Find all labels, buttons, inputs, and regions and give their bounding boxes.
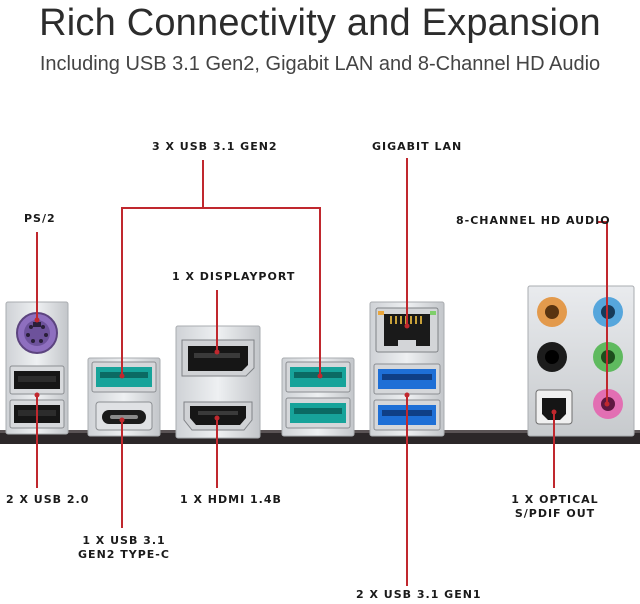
- label-typec-line1: 1 X USB 3.1: [82, 534, 166, 547]
- audio-jack-black: [537, 342, 567, 372]
- label-optical-line2: S/PDIF OUT: [514, 507, 596, 520]
- page-subtitle: Including USB 3.1 Gen2, Gigabit LAN and …: [39, 53, 601, 75]
- displayport-hdmi-stack: [175, 325, 261, 439]
- label-gigabit-lan: GIGABIT LAN: [372, 140, 463, 153]
- label-typec-line2: GEN2 TYPE-C: [78, 548, 170, 561]
- usb31-gen2-port-bottom: [285, 397, 351, 429]
- usb-typec-port: [95, 401, 153, 431]
- page-title: Rich Connectivity and Expansion: [39, 2, 601, 44]
- displayport-port: [181, 339, 255, 377]
- label-displayport: 1 X DISPLAYPORT: [172, 270, 296, 283]
- usb31-gen2-dual-stack: [281, 357, 355, 437]
- label-hdmi: 1 X HDMI 1.4B: [180, 493, 282, 506]
- audio-jack-orange: [537, 297, 567, 327]
- lan-port: [375, 307, 439, 353]
- usb20-port-top: [9, 365, 65, 395]
- ps2-usb20-stack: [5, 301, 69, 435]
- label-ps2: PS/2: [24, 212, 56, 225]
- usb31-gen2-typec-stack: [87, 357, 161, 437]
- label-typec: 1 X USB 3.1 GEN2 TYPE-C: [72, 534, 176, 562]
- callout-dots: [34, 317, 610, 423]
- optical-spdif-port: [535, 389, 573, 425]
- usb31-gen1-port-top: [373, 363, 441, 395]
- audio-block: [527, 285, 635, 437]
- label-usb20: 2 X USB 2.0: [6, 493, 90, 506]
- label-optical: 1 X OPTICAL S/PDIF OUT: [496, 493, 614, 521]
- label-usb31-gen2-top: 3 X USB 3.1 GEN2: [152, 140, 278, 153]
- label-optical-line1: 1 X OPTICAL: [511, 493, 599, 506]
- callout-lines: [36, 158, 608, 586]
- label-hd-audio: 8-CHANNEL HD AUDIO: [456, 214, 611, 227]
- label-usb31-gen1: 2 X USB 3.1 GEN1: [356, 588, 482, 601]
